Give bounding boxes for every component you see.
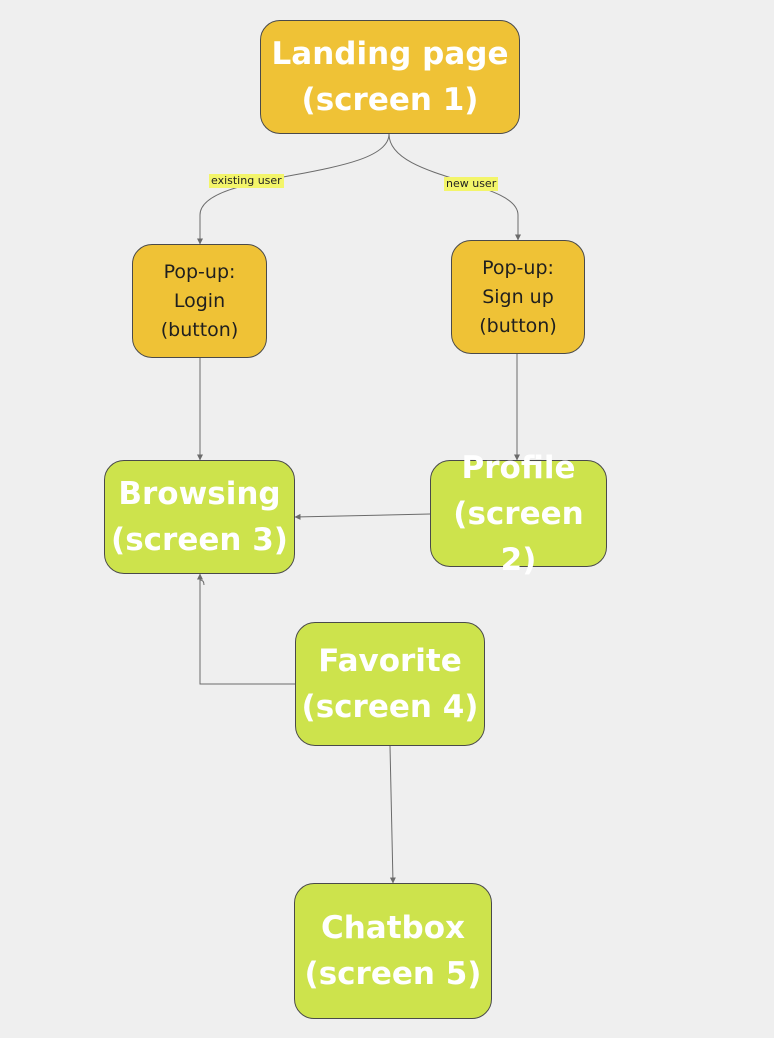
node-signup-popup[interactable]: Pop-up: Sign up (button) bbox=[451, 240, 585, 354]
node-favorite[interactable]: Favorite (screen 4) bbox=[295, 622, 485, 746]
node-chatbox-label: Chatbox (screen 5) bbox=[304, 910, 482, 992]
node-landing-page[interactable]: Landing page (screen 1) bbox=[260, 20, 520, 134]
edge-label-new-user: new user bbox=[444, 177, 499, 191]
node-profile-label: Profile (screen 2) bbox=[453, 449, 584, 578]
node-chatbox[interactable]: Chatbox (screen 5) bbox=[294, 883, 492, 1019]
connector-favorite-to-browsing bbox=[197, 573, 301, 687]
node-login-popup[interactable]: Pop-up: Login (button) bbox=[132, 244, 267, 358]
connector-landing-to-login bbox=[197, 133, 390, 245]
node-landing-page-label: Landing page (screen 1) bbox=[271, 36, 509, 118]
node-profile[interactable]: Profile (screen 2) bbox=[430, 450, 607, 578]
node-browsing[interactable]: Browsing (screen 3) bbox=[104, 460, 295, 574]
node-browsing-label: Browsing (screen 3) bbox=[111, 476, 288, 558]
connector-hop-mark bbox=[199, 579, 205, 586]
node-favorite-label: Favorite (screen 4) bbox=[301, 643, 479, 725]
node-login-popup-label: Pop-up: Login (button) bbox=[160, 260, 239, 341]
node-signup-popup-label: Pop-up: Sign up (button) bbox=[479, 256, 557, 337]
edge-label-existing-user: existing user bbox=[209, 174, 284, 188]
connector-favorite-to-chatbox bbox=[389, 745, 396, 884]
connector-profile-to-browsing bbox=[294, 513, 431, 520]
